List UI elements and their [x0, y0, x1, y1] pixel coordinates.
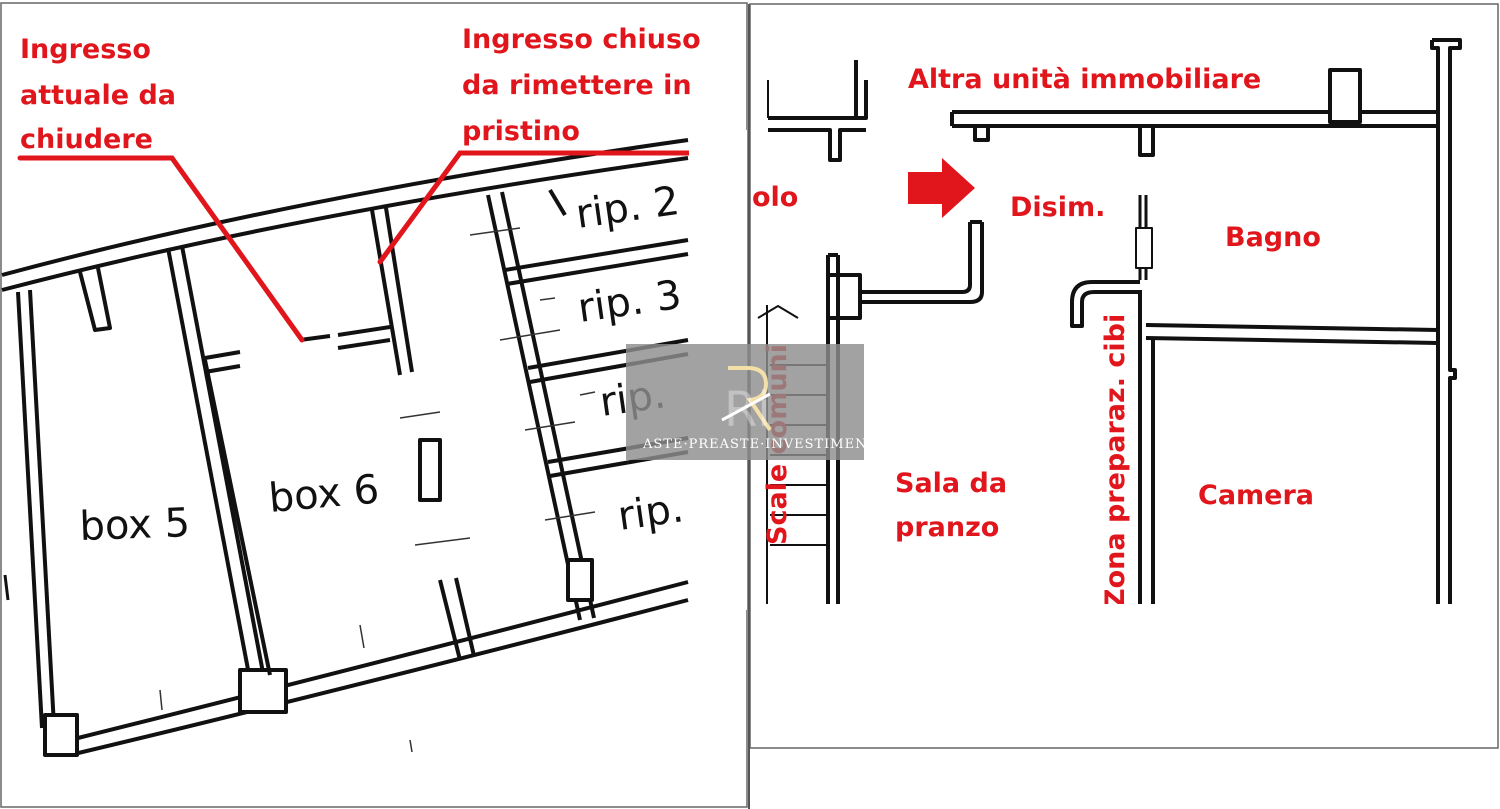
right-plan-bottom-mask [752, 604, 1496, 746]
label-other-unit: Altra unità immobiliare [908, 64, 1261, 95]
label-rip3: rip. 3 [575, 272, 684, 332]
label-camera: Camera [1198, 480, 1314, 511]
watermark-logo: Ri [724, 382, 771, 438]
label-rip2: rip. 2 [573, 178, 682, 238]
label-partial-left: olo [752, 182, 798, 213]
annotation-closed-entrance-line3: pristino [462, 116, 580, 147]
annotation-closed-entrance-line1: Ingresso chiuso [462, 24, 701, 55]
left-floor-plan [1, 138, 689, 757]
annotation-current-entrance-line1: Ingresso [20, 34, 151, 65]
label-sala-line2: pranzo [895, 512, 999, 543]
annotation-current-entrance-line3: chiudere [20, 124, 153, 155]
annotation-leaders [17, 150, 721, 343]
arrow-icon [908, 158, 975, 218]
right-floor-plan [757, 38, 1462, 605]
annotation-closed-entrance-line2: da rimettere in [462, 70, 692, 101]
logo-icon [728, 366, 772, 432]
label-rip-b: rip. [615, 485, 686, 540]
watermark-text: ASTE·PREASTE·INVESTIMENTI [642, 437, 883, 452]
label-box5: box 5 [79, 500, 191, 550]
label-bagno: Bagno [1225, 222, 1321, 253]
label-box6: box 6 [267, 467, 381, 522]
annotation-current-entrance-line2: attuale da [20, 80, 176, 111]
label-sala-line1: Sala da [895, 468, 1007, 499]
label-disim: Disim. [1010, 192, 1105, 223]
watermark: Ri ASTE·PREASTE·INVESTIMENTI [626, 344, 883, 460]
label-zona: Zona preparaz. cibi [1100, 314, 1131, 608]
